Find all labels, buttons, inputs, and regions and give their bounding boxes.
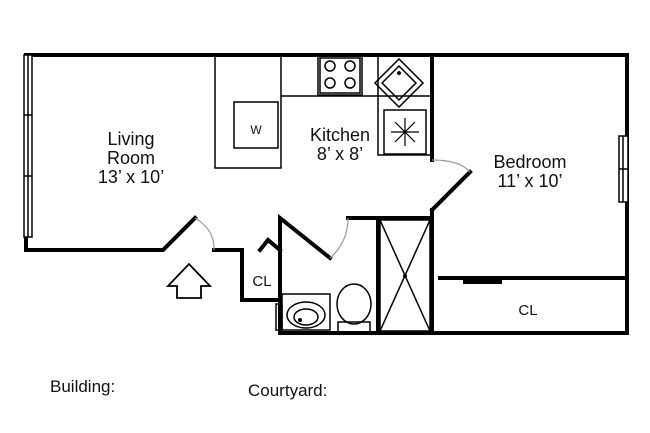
bedroom-size: 11’ x 10’: [497, 170, 563, 191]
bath-sink-icon: [275, 293, 331, 331]
entry-door-swing: [194, 217, 215, 251]
bedroom-door-swing: [431, 159, 471, 173]
toilet-icon: [336, 283, 372, 333]
stove-icon: [317, 54, 363, 96]
entry-arrow-icon: [165, 262, 213, 299]
shower-icon: [379, 219, 431, 332]
courtyard-label: Courtyard:: [248, 381, 328, 400]
bedroom-closet-label: CL: [518, 302, 538, 319]
kitchen-name: Kitchen: [309, 125, 371, 145]
living-room-label: Living Room 13’ x 10’: [76, 130, 186, 187]
window-bedroom: [618, 135, 629, 203]
kitchen-counter: [214, 54, 433, 169]
living-room-name-line2: Room: [106, 147, 155, 168]
kitchen-size: 8’ x 8’: [316, 143, 364, 164]
hall-closet-label: CL: [252, 273, 272, 290]
living-room-name-line1: Living: [107, 129, 155, 149]
building-label: Building:: [50, 377, 116, 396]
window-living: [23, 54, 33, 238]
sink-icon: [373, 57, 425, 109]
freezer-icon: [383, 109, 427, 155]
washer-label: W: [250, 123, 262, 137]
living-room-size: 13’ x 10’: [97, 166, 165, 187]
bedroom-label: Bedroom 11’ x 10’: [470, 153, 590, 191]
bath-door-swing: [329, 217, 349, 259]
kitchen-label: Kitchen 8’ x 8’: [290, 126, 390, 164]
bedroom-name: Bedroom: [493, 152, 567, 172]
